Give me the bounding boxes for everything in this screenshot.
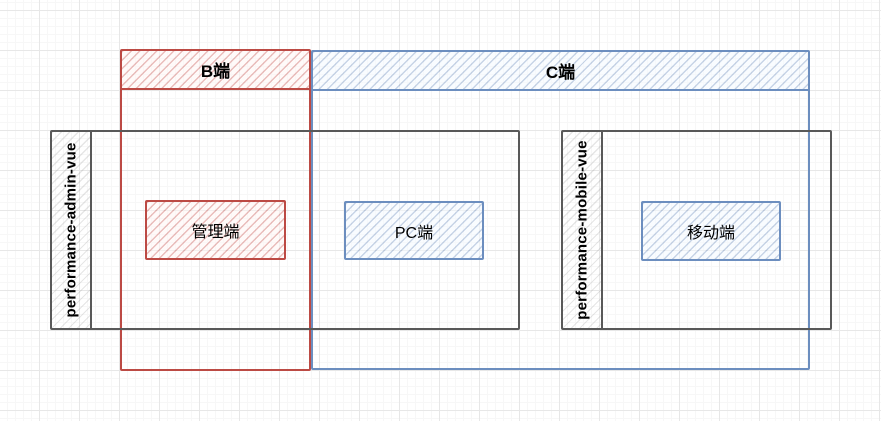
swimlane-c[interactable]: C端: [311, 50, 810, 370]
group-mobile-label: performance-mobile-vue: [573, 140, 591, 320]
node-pc-client[interactable]: PC端: [344, 201, 484, 260]
group-mobile-label-strip: performance-mobile-vue: [563, 132, 603, 328]
group-admin-label: performance-admin-vue: [62, 142, 80, 318]
node-pc-client-label: PC端: [394, 224, 434, 242]
node-admin-client[interactable]: 管理端: [145, 200, 286, 260]
group-performance-mobile-vue[interactable]: performance-mobile-vue: [561, 130, 832, 330]
node-mobile-client[interactable]: 移动端: [641, 201, 781, 261]
swimlane-b-header[interactable]: B端: [122, 51, 309, 90]
swimlane-c-header[interactable]: C端: [313, 52, 808, 91]
swimlane-b-label: B端: [200, 62, 231, 81]
node-mobile-client-label: 移动端: [686, 225, 735, 242]
node-admin-client-label: 管理端: [191, 224, 240, 241]
swimlane-b[interactable]: B端: [120, 49, 311, 371]
group-admin-label-strip: performance-admin-vue: [52, 132, 92, 328]
group-performance-admin-vue[interactable]: performance-admin-vue: [50, 130, 520, 330]
swimlane-c-label: C端: [545, 63, 576, 82]
